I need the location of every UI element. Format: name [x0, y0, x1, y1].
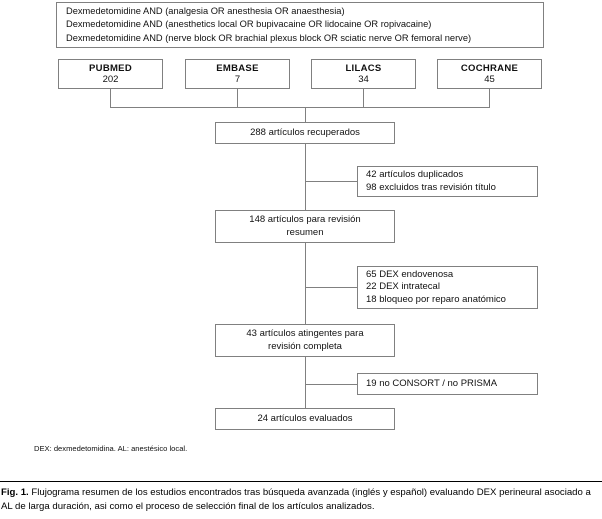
search-query-line-3: Dexmedetomidine AND (nerve block OR brac… — [66, 32, 472, 43]
stage-line: 24 artículos evaluados — [257, 412, 353, 424]
exclusion-line: 98 excluidos tras revisión título — [366, 181, 496, 193]
connector-branch-reporting — [305, 384, 357, 385]
database-name: LILACS — [345, 62, 382, 74]
stage-box-full-review: 43 artículos atingentes para revisión co… — [215, 324, 395, 357]
search-query-line-1: Dexmedetomidine AND (analgesia OR anesth… — [66, 5, 345, 16]
figure-caption-label: Fig. 1. — [1, 487, 29, 498]
figure-footnote: DEX: dexmedetomidina. AL: anestésico loc… — [34, 444, 188, 453]
database-name: EMBASE — [216, 62, 259, 74]
search-query-line-2: Dexmedetomidine AND (anesthetics local O… — [66, 19, 432, 30]
connector-embase-drop — [237, 89, 238, 108]
connector-database-manifold — [110, 107, 490, 108]
figure-caption: Fig. 1. Flujograma resumen de los estudi… — [1, 486, 601, 513]
stage-box-evaluated: 24 artículos evaluados — [215, 408, 395, 430]
connector-pubmed-drop — [110, 89, 111, 108]
connector-full-to-evaluated — [305, 357, 306, 408]
database-count: 7 — [234, 74, 241, 85]
connector-abstract-to-full — [305, 243, 306, 324]
figure-caption-text: Flujograma resumen de los estudios encon… — [1, 487, 591, 512]
exclusion-line: 19 no CONSORT / no PRISMA — [366, 377, 498, 389]
search-query-box: Dexmedetomidine AND (analgesia OR anesth… — [56, 2, 544, 48]
connector-branch-dex-route — [305, 287, 357, 288]
database-box-pubmed: PUBMED 202 — [58, 59, 163, 89]
connector-branch-duplicates — [305, 181, 357, 182]
exclusion-line: 42 artículos duplicados — [366, 169, 464, 180]
database-count: 202 — [102, 74, 119, 85]
connector-lilacs-drop — [363, 89, 364, 108]
stage-line: resumen — [286, 226, 324, 238]
exclusion-box-duplicates: 42 artículos duplicados 98 excluidos tra… — [357, 166, 538, 197]
database-box-cochrane: COCHRANE 45 — [437, 59, 542, 89]
database-count: 45 — [484, 74, 495, 85]
database-box-embase: EMBASE 7 — [185, 59, 290, 89]
database-name: COCHRANE — [460, 62, 519, 74]
connector-retrieved-to-abstract — [305, 144, 306, 210]
database-box-lilacs: LILACS 34 — [311, 59, 416, 89]
database-count: 34 — [358, 74, 369, 85]
caption-divider — [0, 481, 602, 482]
stage-box-retrieved: 288 artículos recuperados — [215, 122, 395, 144]
stage-box-abstract-review: 148 artículos para revisión resumen — [215, 210, 395, 243]
exclusion-box-reporting: 19 no CONSORT / no PRISMA — [357, 373, 538, 395]
stage-line: revisión completa — [268, 340, 342, 352]
exclusion-line: 18 bloqueo por reparo anatómico — [366, 293, 506, 305]
connector-cochrane-drop — [489, 89, 490, 108]
exclusion-line: 65 DEX endovenosa — [366, 268, 454, 280]
stage-line: 43 artículos atingentes para — [246, 328, 364, 339]
database-name: PUBMED — [89, 62, 132, 74]
exclusion-box-dex-route: 65 DEX endovenosa 22 DEX intratecal 18 b… — [357, 266, 538, 309]
connector-manifold-to-retrieved — [305, 107, 306, 123]
stage-line: 148 artículos para revisión — [249, 214, 361, 225]
exclusion-line: 22 DEX intratecal — [366, 281, 440, 293]
stage-line: 288 artículos recuperados — [250, 126, 360, 138]
